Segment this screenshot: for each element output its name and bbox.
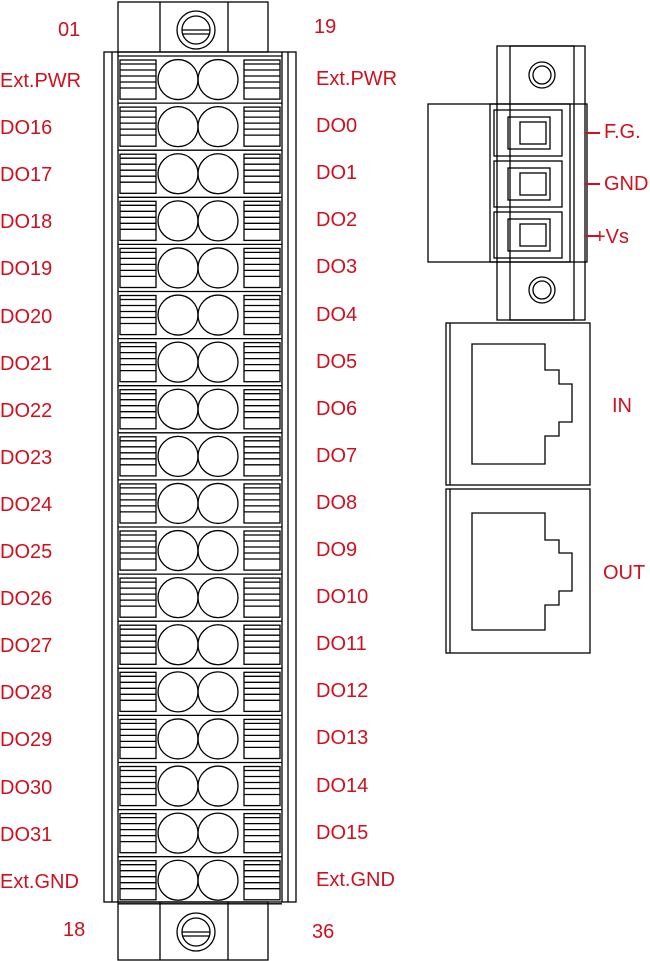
left-label: DO23 bbox=[0, 447, 53, 469]
pin-number-bottom-left: 18 bbox=[63, 919, 86, 941]
ethernet-port-in bbox=[445, 322, 591, 486]
left-label: DO17 bbox=[0, 164, 53, 186]
terminal-hole bbox=[157, 859, 199, 901]
terminal-hole bbox=[197, 58, 239, 101]
power-terminal-vs bbox=[493, 211, 563, 259]
left-label: DO31 bbox=[0, 824, 53, 846]
left-label: DO19 bbox=[0, 258, 53, 280]
left-label: DO25 bbox=[0, 541, 53, 563]
left-label: DO16 bbox=[0, 117, 53, 139]
terminal-hole bbox=[197, 388, 239, 430]
power-connector bbox=[427, 45, 600, 321]
terminal-hole bbox=[197, 106, 239, 148]
terminal-hole bbox=[197, 200, 239, 242]
right-label: DO0 bbox=[316, 115, 358, 137]
terminal-hole bbox=[197, 812, 239, 854]
right-label: DO1 bbox=[316, 162, 358, 184]
left-label: DO18 bbox=[0, 211, 53, 233]
left-label: Ext.GND bbox=[0, 871, 79, 893]
left-label: DO22 bbox=[0, 400, 53, 422]
terminal-hole bbox=[197, 718, 239, 760]
terminal-hole bbox=[157, 294, 199, 336]
right-label: DO3 bbox=[316, 256, 358, 278]
terminal-hole bbox=[157, 624, 199, 666]
terminal-hole bbox=[157, 765, 199, 807]
terminal-hole bbox=[197, 294, 239, 336]
right-label: DO14 bbox=[316, 775, 369, 797]
right-label: DO15 bbox=[316, 822, 369, 844]
terminal-hole bbox=[197, 859, 239, 901]
left-label: DO24 bbox=[0, 494, 53, 516]
terminal-hole bbox=[157, 200, 199, 242]
pin-number-top-right: 19 bbox=[314, 16, 337, 38]
terminal-hole bbox=[157, 341, 199, 383]
terminal-hole bbox=[157, 577, 199, 619]
terminal-hole bbox=[157, 671, 199, 713]
terminal-hole bbox=[157, 529, 199, 572]
right-label: DO5 bbox=[316, 351, 358, 373]
terminal-hole bbox=[157, 247, 199, 289]
terminal-block bbox=[103, 1, 297, 961]
right-label: DO7 bbox=[316, 445, 358, 467]
terminal-hole bbox=[197, 482, 239, 525]
power-label-fg: F.G. bbox=[604, 121, 641, 143]
power-terminal-gnd bbox=[493, 160, 563, 208]
terminal-hole bbox=[157, 812, 199, 854]
right-label: DO12 bbox=[316, 680, 369, 702]
terminal-hole bbox=[197, 671, 239, 713]
terminal-hole bbox=[197, 341, 239, 383]
screw-icon bbox=[176, 10, 216, 50]
left-label: DO27 bbox=[0, 635, 53, 657]
terminal-hole bbox=[197, 624, 239, 666]
left-label: DO30 bbox=[0, 777, 53, 799]
power-label-gnd: GND bbox=[604, 173, 649, 195]
power-terminal-fg bbox=[493, 109, 563, 157]
terminal-block-bottom-tab bbox=[117, 901, 269, 961]
terminal-hole bbox=[157, 435, 199, 478]
pin-number-bottom-right: 36 bbox=[312, 921, 335, 943]
right-label: Ext.GND bbox=[316, 869, 395, 891]
right-label: Ext.PWR bbox=[316, 68, 398, 90]
terminal-hole bbox=[157, 388, 199, 430]
left-label: DO21 bbox=[0, 353, 53, 375]
right-label: DO8 bbox=[316, 492, 358, 514]
terminal-hole bbox=[157, 482, 199, 525]
right-label: DO4 bbox=[316, 304, 358, 326]
left-label: DO20 bbox=[0, 306, 53, 328]
right-label: DO9 bbox=[316, 539, 358, 561]
right-connectors bbox=[427, 45, 600, 654]
terminal-hole bbox=[157, 58, 199, 101]
terminal-hole bbox=[197, 765, 239, 807]
terminal-block-top-tab bbox=[117, 1, 269, 53]
terminal-hole bbox=[197, 153, 239, 195]
left-label: DO26 bbox=[0, 588, 53, 610]
left-label: Ext.PWR bbox=[0, 70, 82, 92]
pin-number-top-left: 01 bbox=[58, 19, 81, 41]
left-label: DO28 bbox=[0, 682, 53, 704]
terminal-block-body bbox=[103, 51, 297, 903]
terminal-hole bbox=[197, 529, 239, 572]
terminal-hole bbox=[157, 718, 199, 760]
power-label-vs: +Vs bbox=[594, 226, 630, 248]
left-label: DO29 bbox=[0, 729, 53, 751]
screw-icon bbox=[176, 912, 216, 952]
terminal-hole bbox=[197, 435, 239, 478]
right-label: DO13 bbox=[316, 727, 369, 749]
ethernet-port-out bbox=[445, 488, 591, 654]
right-label: DO10 bbox=[316, 586, 369, 608]
terminal-hole bbox=[197, 247, 239, 289]
terminal-hole bbox=[157, 106, 199, 148]
right-label: DO11 bbox=[316, 633, 367, 655]
ethernet-out-label: OUT bbox=[603, 562, 646, 584]
right-label: DO6 bbox=[316, 398, 358, 420]
right-label: DO2 bbox=[316, 209, 358, 231]
terminal-hole bbox=[157, 153, 199, 195]
ethernet-in-label: IN bbox=[612, 395, 632, 417]
terminal-hole bbox=[197, 577, 239, 619]
